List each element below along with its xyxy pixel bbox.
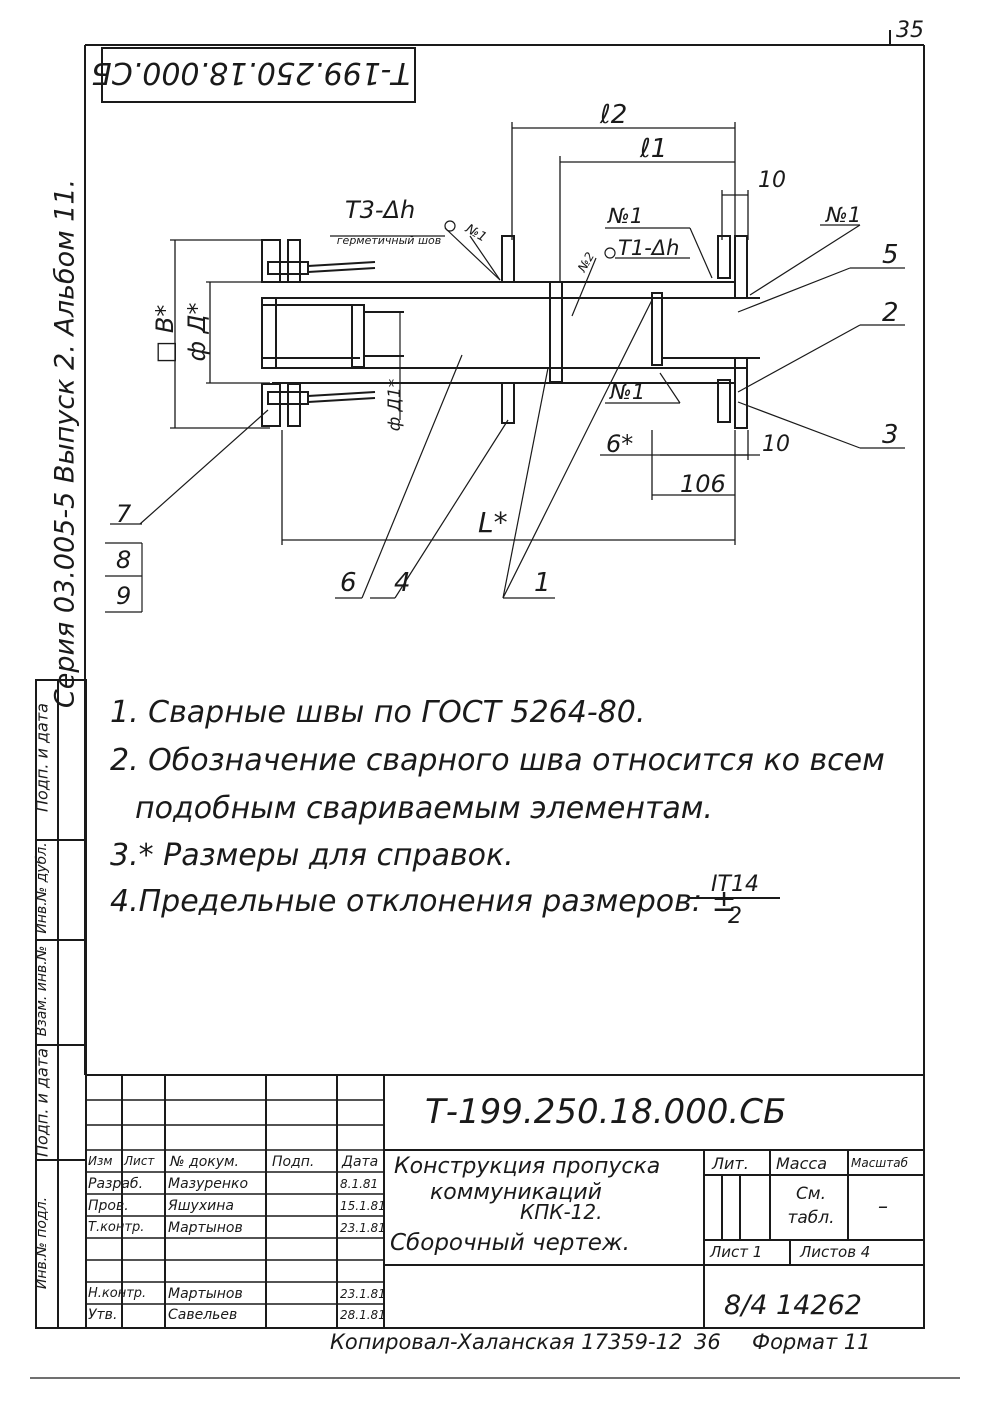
- masshtab-label: Масштаб: [851, 1156, 909, 1170]
- position-9: 9: [116, 582, 132, 610]
- position-5: 5: [882, 240, 899, 270]
- row-name-5: Савельев: [168, 1307, 238, 1323]
- dim-l1: ℓ1: [640, 134, 668, 164]
- row-name-2: Яшухина: [168, 1198, 234, 1214]
- position-3: 3: [882, 420, 899, 450]
- dim-square-b: □ В*: [151, 304, 179, 364]
- dim-106: 106: [680, 470, 726, 498]
- note-3: 3.* Размеры для справок.: [110, 838, 514, 873]
- side-box-4: Подп. и дата: [32, 1048, 52, 1157]
- position-4: 4: [394, 568, 411, 598]
- row-date-1: 8.1.81: [340, 1177, 379, 1191]
- side-box-1: Подп. и дата: [32, 703, 52, 812]
- dim-L: L*: [478, 506, 508, 539]
- title-doc-type: Сборочный чертеж.: [390, 1230, 630, 1256]
- footer-copied-by: Копировал-Халанская 17359-12: [330, 1330, 683, 1354]
- row-role-4: Н.контр.: [88, 1286, 147, 1301]
- note-2-cont: подобным свариваемым элементам.: [135, 791, 713, 826]
- dim-10-bottom: 10: [762, 432, 790, 457]
- dim-6: 6*: [606, 430, 634, 458]
- position-8: 8: [116, 546, 132, 574]
- title-name-line1: Конструкция пропуска: [394, 1154, 661, 1179]
- position-1: 1: [534, 568, 551, 598]
- position-6: 6: [340, 568, 357, 598]
- col-date: Дата: [342, 1154, 379, 1170]
- sheet-number: Лист 1: [710, 1243, 763, 1261]
- weld-no1-c: №1: [826, 203, 862, 227]
- tolerance-numerator: IT14: [690, 872, 780, 899]
- title-code: Т-199.250.18.000.СБ: [425, 1092, 787, 1132]
- massa-value: См. табл.: [787, 1184, 835, 1228]
- massa-label: Масса: [776, 1154, 828, 1173]
- lit-label: Лит.: [712, 1154, 749, 1173]
- row-name-1: Мазуренко: [168, 1176, 249, 1192]
- row-date-5: 28.1.81: [340, 1308, 386, 1322]
- row-role-5: Утв.: [88, 1307, 118, 1323]
- row-name-4: Мартынов: [168, 1286, 243, 1302]
- weld-t3: Т3-Δh: [345, 196, 416, 224]
- dim-l2: ℓ2: [600, 100, 628, 130]
- note-4: 4.Предельные отклонения размеров: ±: [110, 884, 737, 919]
- row-date-4: 23.1.81: [340, 1287, 386, 1301]
- dim-10-top: 10: [758, 168, 786, 193]
- org-code: 8/4 14262: [724, 1290, 862, 1321]
- title-name-line2: коммуникаций: [430, 1180, 602, 1205]
- dim-phi-d1: ф Д1*: [385, 378, 405, 432]
- title-name-line3: КПК-12.: [520, 1200, 603, 1224]
- weld-hermetic: герметичный шов: [336, 234, 442, 247]
- col-list: Лист: [124, 1154, 155, 1168]
- footer-format: Формат 11: [752, 1330, 871, 1354]
- weld-t1: Т1-Δh: [618, 236, 680, 260]
- masshtab-value: –: [878, 1194, 888, 1218]
- sheet-count: Листов 4: [800, 1243, 871, 1261]
- row-role-2: Пров.: [88, 1198, 129, 1214]
- weld-no1-b: №1: [608, 204, 644, 228]
- col-izm: Изм: [88, 1154, 113, 1168]
- footer-number: 36: [694, 1330, 721, 1354]
- col-doc: № докум.: [170, 1154, 240, 1170]
- side-series-text: Серия 03.005-5 Выпуск 2. Альбом 11.: [49, 178, 81, 709]
- page-number: 35: [896, 18, 924, 43]
- side-box-5: Инв.№ подл.: [34, 1196, 50, 1290]
- stamp-code-inverted: Т-199.250.18.000.СБ: [91, 55, 410, 90]
- note-1: 1. Сварные швы по ГОСТ 5264-80.: [110, 695, 646, 730]
- position-7: 7: [116, 500, 132, 528]
- tolerance-denominator: 2: [728, 904, 742, 929]
- col-podp: Подп.: [272, 1154, 315, 1170]
- dim-phi-d: ф Д*: [183, 302, 211, 362]
- row-name-3: Мартынов: [168, 1220, 243, 1236]
- position-2: 2: [882, 298, 899, 328]
- row-date-3: 23.1.81: [340, 1221, 386, 1235]
- weld-no1-d: №1: [610, 380, 646, 404]
- row-date-2: 15.1.81: [340, 1199, 386, 1213]
- row-role-1: Разраб.: [88, 1176, 144, 1192]
- row-role-3: Т.контр.: [88, 1220, 145, 1235]
- note-2: 2. Обозначение сварного шва относится ко…: [110, 743, 885, 778]
